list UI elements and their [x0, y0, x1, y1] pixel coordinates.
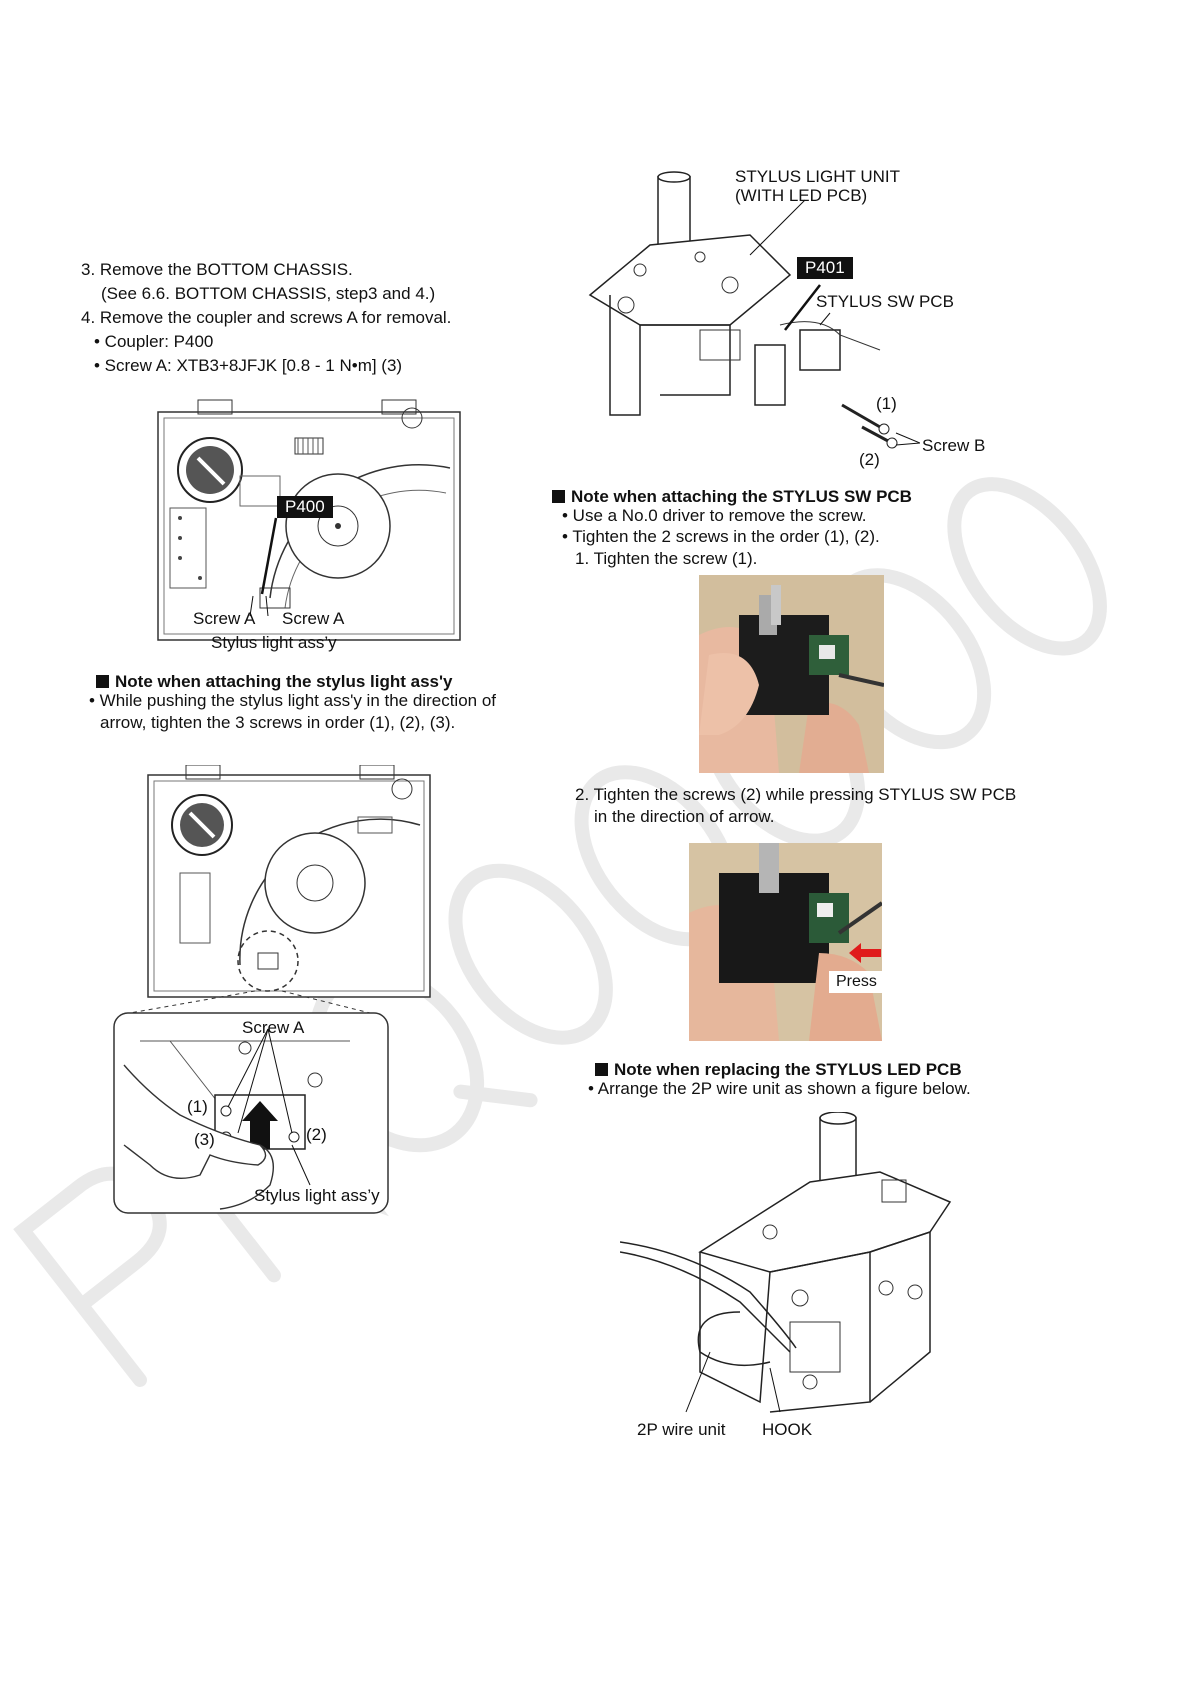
screw-number-1: (1) [876, 394, 897, 413]
note-stylus-light-line-2: arrow, tighten the 3 screws in order (1)… [100, 713, 456, 732]
detail-number-3: (3) [194, 1130, 215, 1149]
hook-label: HOOK [762, 1420, 813, 1439]
detail-number-2: (2) [306, 1125, 327, 1144]
square-bullet-icon [96, 675, 109, 688]
note-stylus-sw-step-2-line-2: in the direction of arrow. [594, 807, 775, 826]
stylus-light-label: Stylus light ass’y [211, 633, 337, 652]
note-stylus-sw-step-2-line-1: 2. Tighten the screws (2) while pressing… [575, 785, 1017, 804]
note-stylus-light-title: Note when attaching the stylus light ass… [96, 670, 453, 693]
note-led-pcb-title-text: Note when replacing the STYLUS LED PCB [614, 1060, 962, 1079]
note-stylus-light-title-text: Note when attaching the stylus light ass… [115, 672, 453, 691]
stylus-light-unit-label-1: STYLUS LIGHT UNIT [735, 167, 900, 186]
note-stylus-sw-bullet-1: • Use a No.0 driver to remove the screw. [562, 506, 867, 525]
square-bullet-icon [595, 1063, 608, 1076]
screw-b-label: Screw B [922, 436, 986, 455]
step-3-reference: (See 6.6. BOTTOM CHASSIS, step3 and 4.) [101, 284, 436, 303]
screw-a-label-1: Screw A [193, 609, 256, 628]
stylus-sw-pcb-label: STYLUS SW PCB [816, 292, 954, 311]
screw-a-label-2: Screw A [282, 609, 345, 628]
p401-tag: P401 [797, 257, 853, 279]
coupler-bullet: • Coupler: P400 [94, 332, 214, 351]
wire-unit-label: 2P wire unit [637, 1420, 726, 1439]
square-bullet-icon [552, 490, 565, 503]
note-led-pcb-bullet-1: • Arrange the 2P wire unit as shown a fi… [588, 1079, 971, 1098]
photo-press-pcb [689, 843, 882, 1041]
chassis-figure-2 [113, 765, 431, 1214]
detail-screw-a-label: Screw A [242, 1018, 305, 1037]
step-4: 4. Remove the coupler and screws A for r… [81, 308, 452, 327]
photo-tighten-screw-1 [699, 575, 884, 773]
stylus-light-unit-figure [588, 171, 920, 449]
note-stylus-sw-step-1: 1. Tighten the screw (1). [575, 549, 758, 568]
note-stylus-sw-title-text: Note when attaching the STYLUS SW PCB [571, 487, 912, 506]
press-label: Press [836, 973, 877, 990]
wire-unit-figure [620, 1112, 952, 1413]
note-stylus-sw-bullet-2: • Tighten the 2 screws in the order (1),… [562, 527, 880, 546]
note-stylus-light-line-1: • While pushing the stylus light ass'y i… [89, 691, 497, 710]
note-led-pcb-title: Note when replacing the STYLUS LED PCB [595, 1058, 962, 1081]
p400-tag: P400 [277, 496, 333, 518]
screw-a-bullet: • Screw A: XTB3+8JFJK [0.8 - 1 N•m] (3) [94, 356, 403, 375]
chassis-figure-1 [157, 399, 461, 641]
step-3: 3. Remove the BOTTOM CHASSIS. [81, 260, 353, 279]
screw-number-2: (2) [859, 450, 880, 469]
detail-number-1: (1) [187, 1097, 208, 1116]
detail-stylus-light-label: Stylus light ass’y [254, 1186, 380, 1205]
stylus-light-unit-label-2: (WITH LED PCB) [735, 186, 868, 205]
note-stylus-sw-title: Note when attaching the STYLUS SW PCB [552, 485, 912, 508]
